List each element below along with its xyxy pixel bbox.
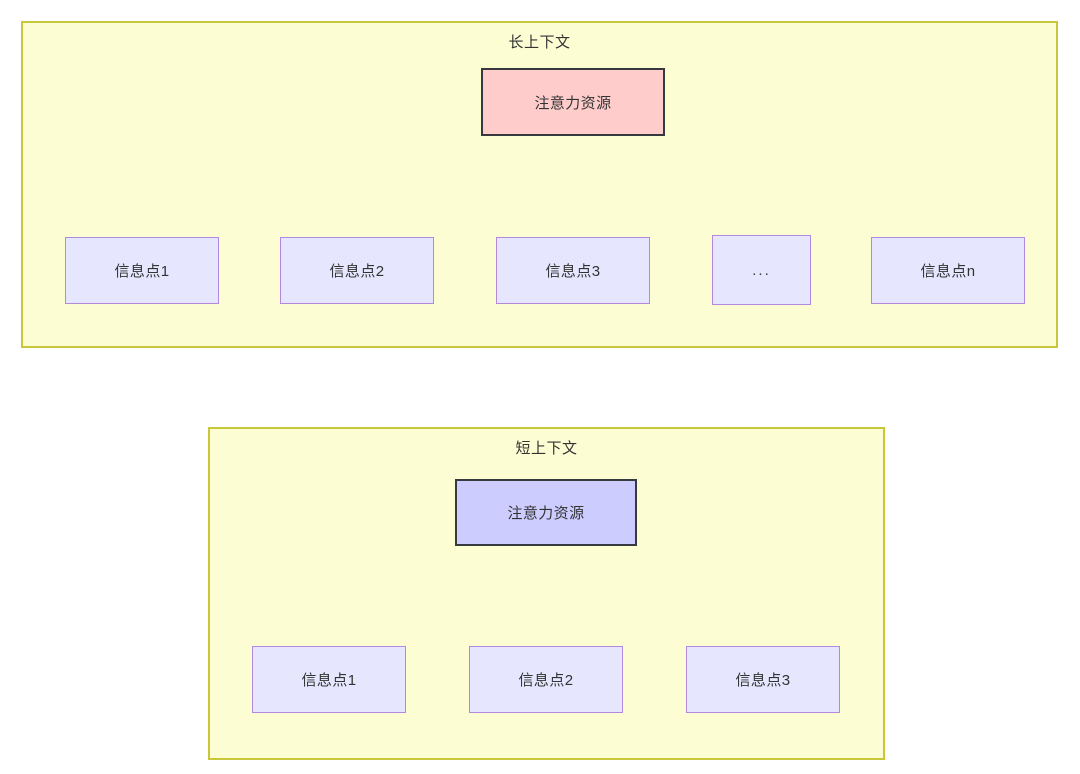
long-context-leaf-ellipsis[interactable]: ... xyxy=(712,235,811,305)
short-context-leaf-3[interactable]: 信息点3 xyxy=(686,646,840,713)
long-context-leaf-n-label: 信息点n xyxy=(920,263,976,280)
short-context-leaf-3-label: 信息点3 xyxy=(735,672,791,689)
long-context-root-label: 注意力资源 xyxy=(534,94,612,112)
short-context-title: 短上下文 xyxy=(515,440,578,457)
short-context-root-label: 注意力资源 xyxy=(507,505,585,522)
long-context-leaf-2[interactable]: 信息点2 xyxy=(280,237,434,304)
long-context-leaf-3-label: 信息点3 xyxy=(545,263,601,280)
long-context-leaf-3[interactable]: 信息点3 xyxy=(496,237,650,304)
long-context-leaf-1[interactable]: 信息点1 xyxy=(65,237,219,304)
long-context-leaf-1-label: 信息点1 xyxy=(114,263,170,280)
long-context-leaf-n[interactable]: 信息点n xyxy=(871,237,1025,304)
short-context-root-node[interactable]: 注意力资源 xyxy=(455,479,637,546)
long-context-root-node[interactable]: 注意力资源 xyxy=(481,68,665,136)
short-context-leaf-1[interactable]: 信息点1 xyxy=(252,646,406,713)
short-context-leaf-2-label: 信息点2 xyxy=(518,672,574,689)
short-context-leaf-2[interactable]: 信息点2 xyxy=(469,646,623,713)
long-context-leaf-2-label: 信息点2 xyxy=(329,263,385,280)
long-context-leaf-ellipsis-label: ... xyxy=(752,261,771,279)
long-context-title: 长上下文 xyxy=(508,34,571,51)
short-context-leaf-1-label: 信息点1 xyxy=(301,672,357,689)
